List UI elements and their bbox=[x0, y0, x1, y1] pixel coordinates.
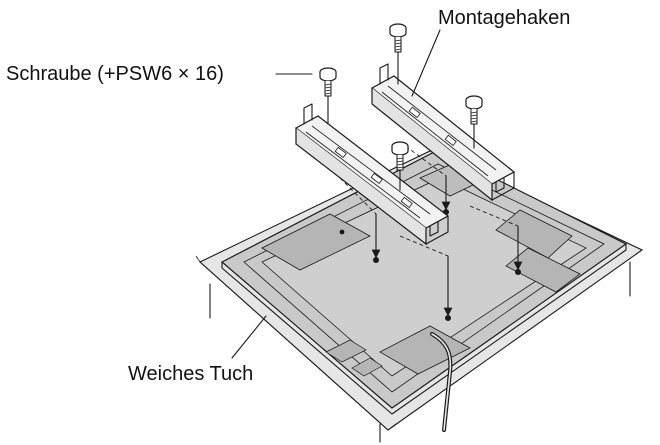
leader-line-hooks bbox=[411, 29, 441, 97]
screw bbox=[389, 23, 407, 85]
mount-hole bbox=[445, 315, 451, 321]
mount-hole bbox=[373, 257, 379, 263]
side-recess-lower bbox=[505, 247, 581, 293]
mount-hole bbox=[515, 269, 521, 275]
mounting-hook-rear bbox=[370, 63, 516, 202]
screw bbox=[319, 67, 337, 125]
connector-recess bbox=[379, 325, 471, 375]
vent-recess bbox=[261, 213, 371, 271]
mounting-hook-front bbox=[294, 103, 450, 246]
tv-back-panel bbox=[220, 149, 628, 415]
label-mounting-hooks: Montagehaken bbox=[438, 7, 571, 29]
label-screw: Schraube (+PSW6 × 16) bbox=[6, 63, 224, 85]
label-soft-cloth: Weiches Tuch bbox=[128, 363, 254, 385]
leader-line-cloth bbox=[231, 315, 267, 359]
screw bbox=[391, 141, 409, 191]
screw bbox=[465, 95, 483, 149]
